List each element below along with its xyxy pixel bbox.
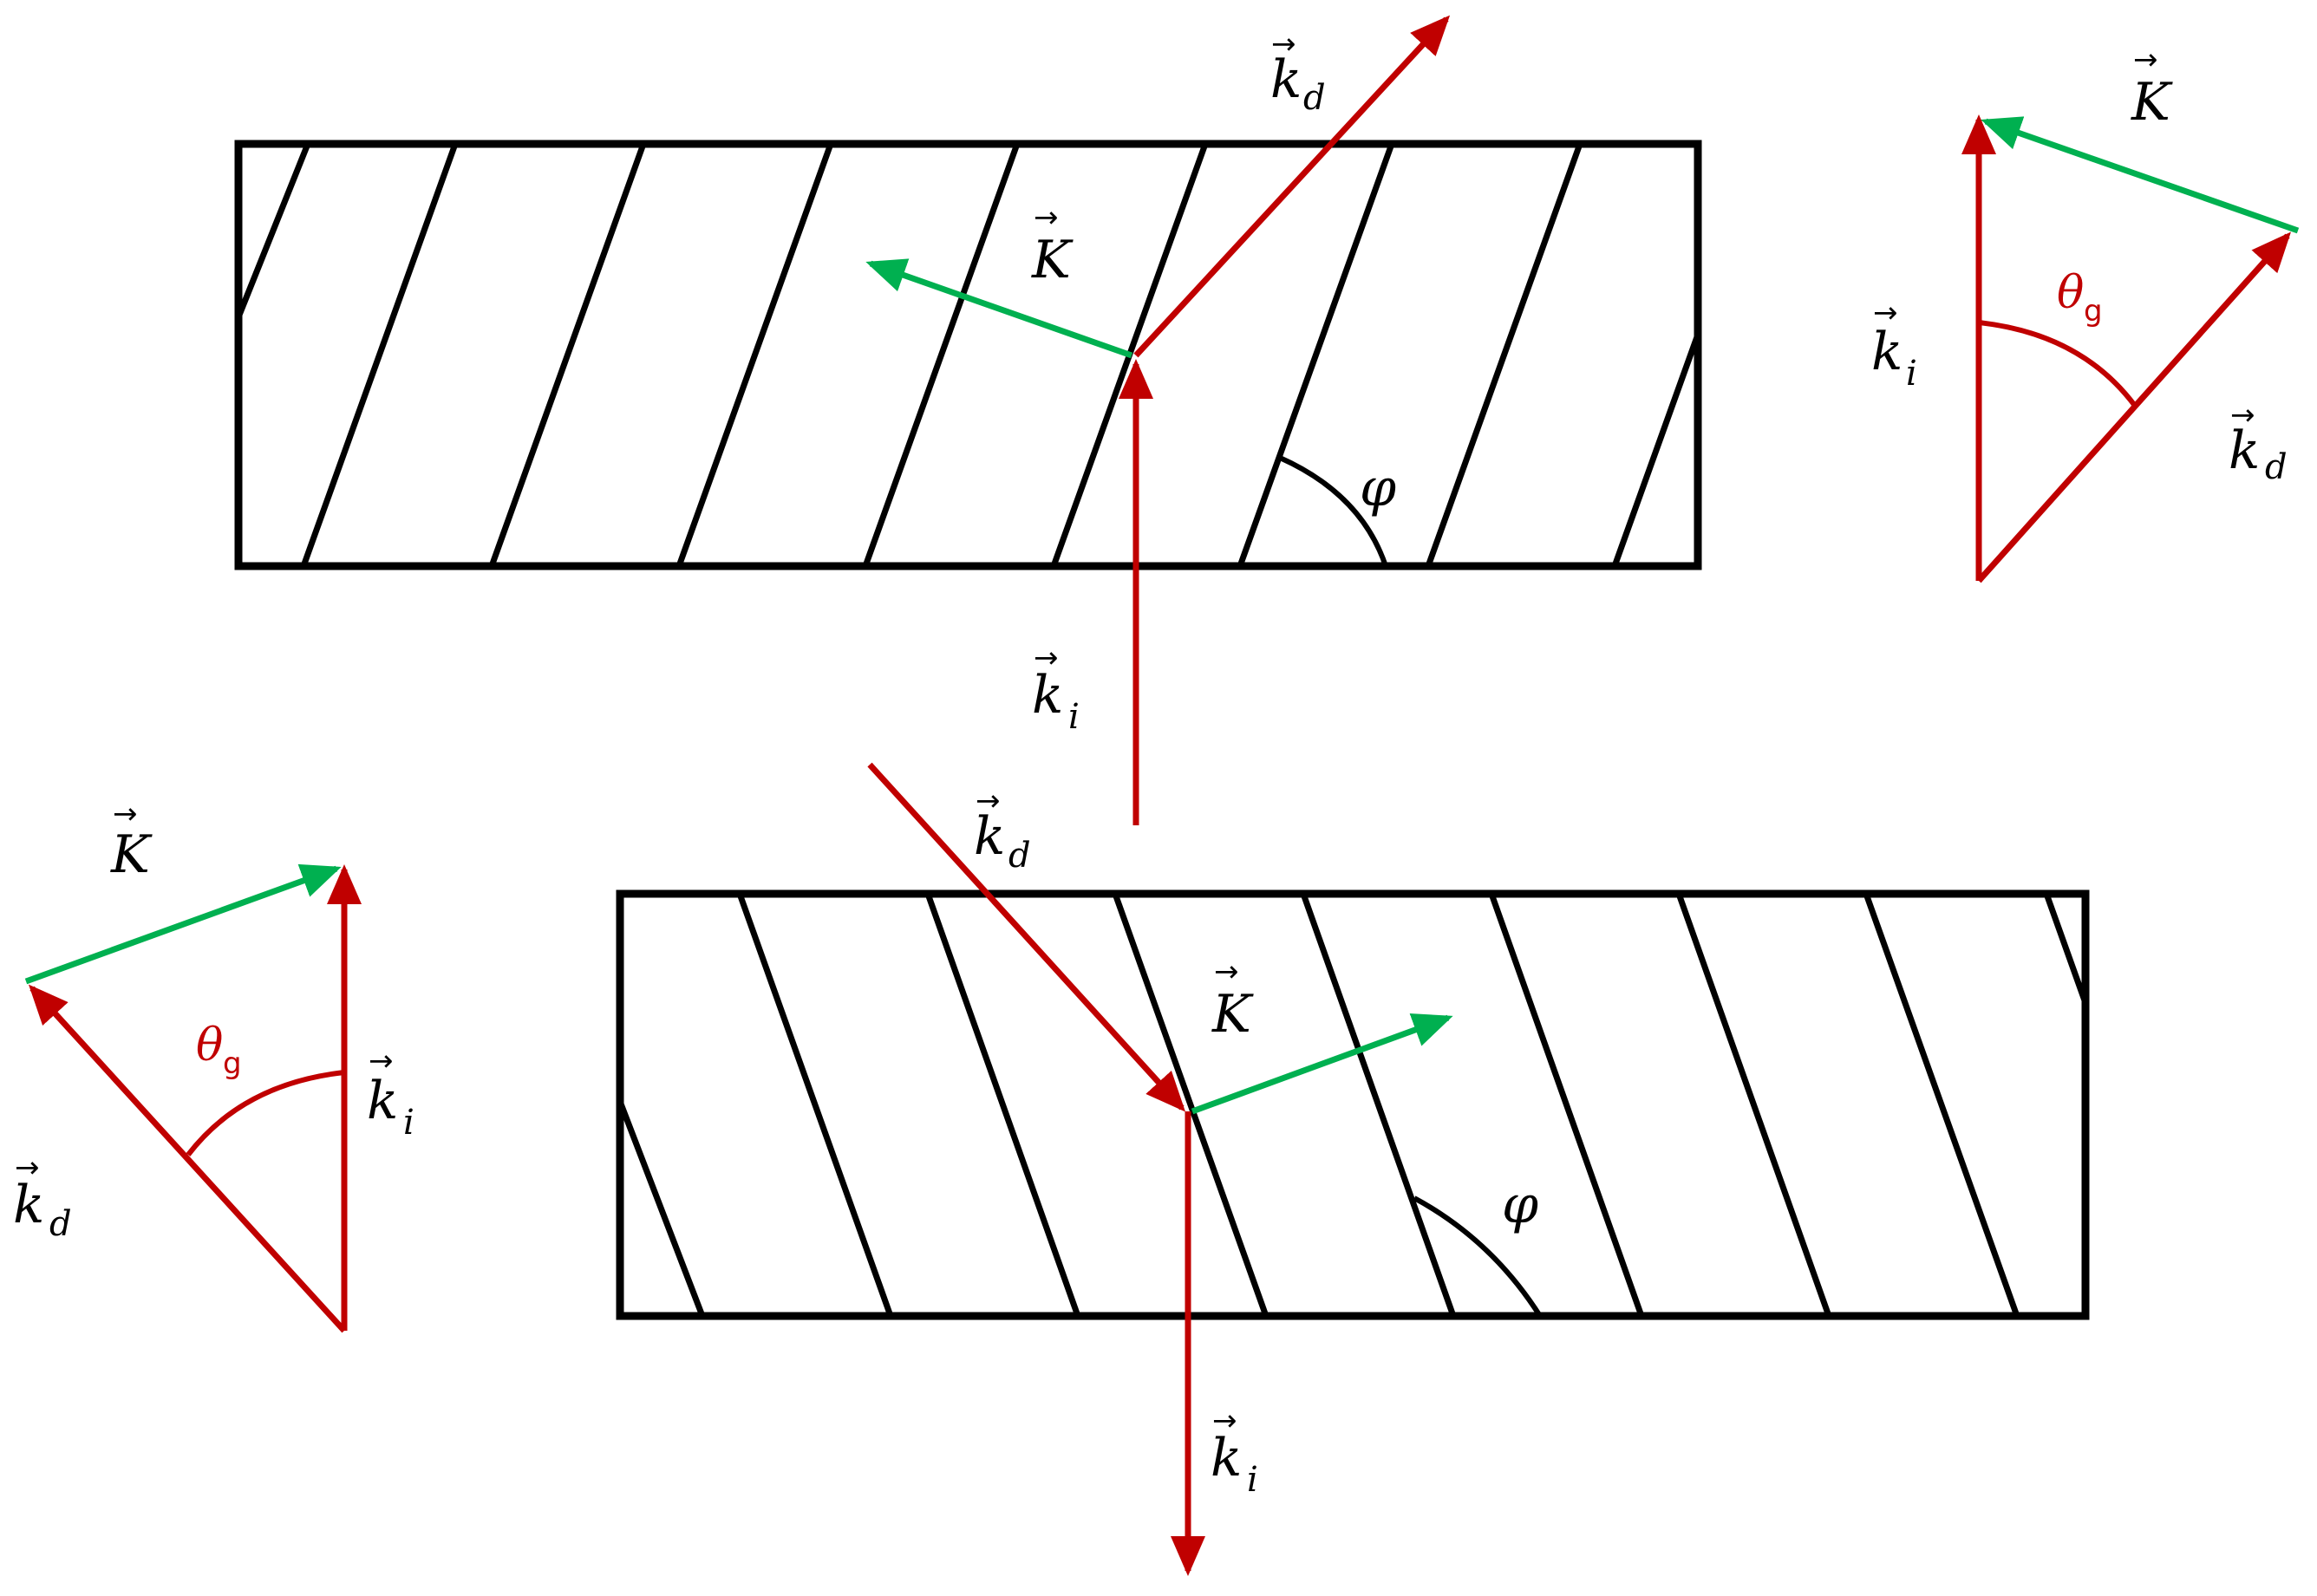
- svg-text:k: k: [1211, 1428, 1242, 1489]
- bl-theta-arc: [186, 1070, 345, 1156]
- bottom-fringe-lines: [620, 894, 2085, 1316]
- svg-text:k: k: [2229, 420, 2260, 481]
- top-kd-label: → k d: [1270, 27, 1326, 118]
- svg-text:k: k: [974, 806, 1005, 867]
- svg-text:→: →: [15, 1150, 40, 1185]
- svg-text:→: →: [2230, 398, 2255, 433]
- top-grating-box: [234, 140, 1702, 570]
- tr-theta-label: θ g: [2057, 267, 2103, 329]
- top-K-label: → K: [1031, 200, 1074, 290]
- top-grating-panel: φ → k d → K → k i: [234, 15, 1702, 825]
- bottom-ki-label: → k i: [1211, 1404, 1258, 1500]
- svg-text:→: →: [1212, 1404, 1237, 1438]
- tr-K-label: → K: [2131, 42, 2173, 133]
- bl-kd-vector: [28, 984, 347, 1333]
- svg-text:→: →: [1034, 200, 1059, 235]
- svg-text:→: →: [369, 1044, 394, 1078]
- svg-text:θ: θ: [196, 1019, 223, 1072]
- top-phi-label: φ: [1360, 458, 1396, 518]
- bl-theta-label: θ g: [196, 1019, 242, 1081]
- tr-theta-arc: [1978, 320, 2138, 407]
- bottom-grating-panel: φ → k d → K → k i: [616, 762, 2090, 1576]
- bl-K-label: → K: [110, 797, 153, 885]
- svg-text:k: k: [1270, 49, 1302, 110]
- bottom-phi-arc: [1413, 1195, 1543, 1318]
- bottom-phi-label: φ: [1502, 1175, 1538, 1235]
- svg-text:d: d: [2265, 447, 2288, 487]
- svg-text:K: K: [2131, 72, 2173, 133]
- tr-ki-label: → k i: [1871, 296, 1917, 394]
- tr-K-vector: [1981, 116, 2300, 234]
- bl-kd-label: → k d: [13, 1150, 72, 1244]
- tr-kd-label: → k d: [2229, 398, 2288, 487]
- bl-K-vector: [24, 863, 342, 985]
- svg-text:→: →: [2133, 42, 2158, 77]
- bottom-incident-ray: [867, 762, 1186, 1112]
- svg-text:d: d: [1303, 78, 1326, 118]
- svg-text:i: i: [1068, 697, 1080, 737]
- svg-text:→: →: [1873, 296, 1898, 330]
- svg-text:K: K: [1211, 984, 1254, 1045]
- svg-text:g: g: [223, 1046, 242, 1081]
- bottom-K-label: → K: [1211, 954, 1254, 1045]
- tr-kd-vector: [1976, 231, 2292, 583]
- svg-text:→: →: [113, 797, 138, 831]
- bl-ki-label: → k i: [367, 1044, 414, 1143]
- bottom-left-wavevector-triangle: θ g → K → k i → k d: [13, 797, 414, 1333]
- svg-text:θ: θ: [2057, 267, 2084, 319]
- svg-text:→: →: [1271, 27, 1296, 62]
- top-ki-label: → k i: [1032, 641, 1080, 737]
- svg-text:k: k: [1871, 322, 1903, 382]
- svg-text:k: k: [13, 1175, 44, 1235]
- bottom-grating-box: [616, 889, 2090, 1320]
- svg-text:→: →: [976, 784, 1001, 818]
- top-right-wavevector-triangle: θ g → K → k i → k d: [1871, 42, 2300, 583]
- top-diffracted-ray: [1133, 15, 1451, 358]
- svg-text:i: i: [1906, 354, 1917, 394]
- top-fringe-lines: [238, 144, 1698, 566]
- svg-text:→: →: [1034, 641, 1059, 675]
- svg-text:i: i: [1247, 1460, 1258, 1500]
- top-grating-vector: [865, 258, 1133, 359]
- bottom-grating-vector: [1191, 1013, 1453, 1115]
- svg-text:k: k: [1032, 665, 1063, 726]
- bottom-kd-label: → k d: [974, 784, 1031, 876]
- svg-text:g: g: [2084, 294, 2103, 329]
- svg-text:k: k: [367, 1071, 398, 1131]
- svg-text:d: d: [1008, 836, 1031, 876]
- top-phi-arc: [1278, 455, 1388, 567]
- svg-text:d: d: [49, 1204, 72, 1244]
- svg-text:K: K: [110, 824, 153, 885]
- svg-text:→: →: [1214, 954, 1239, 989]
- svg-text:K: K: [1031, 230, 1074, 290]
- svg-text:i: i: [403, 1103, 414, 1143]
